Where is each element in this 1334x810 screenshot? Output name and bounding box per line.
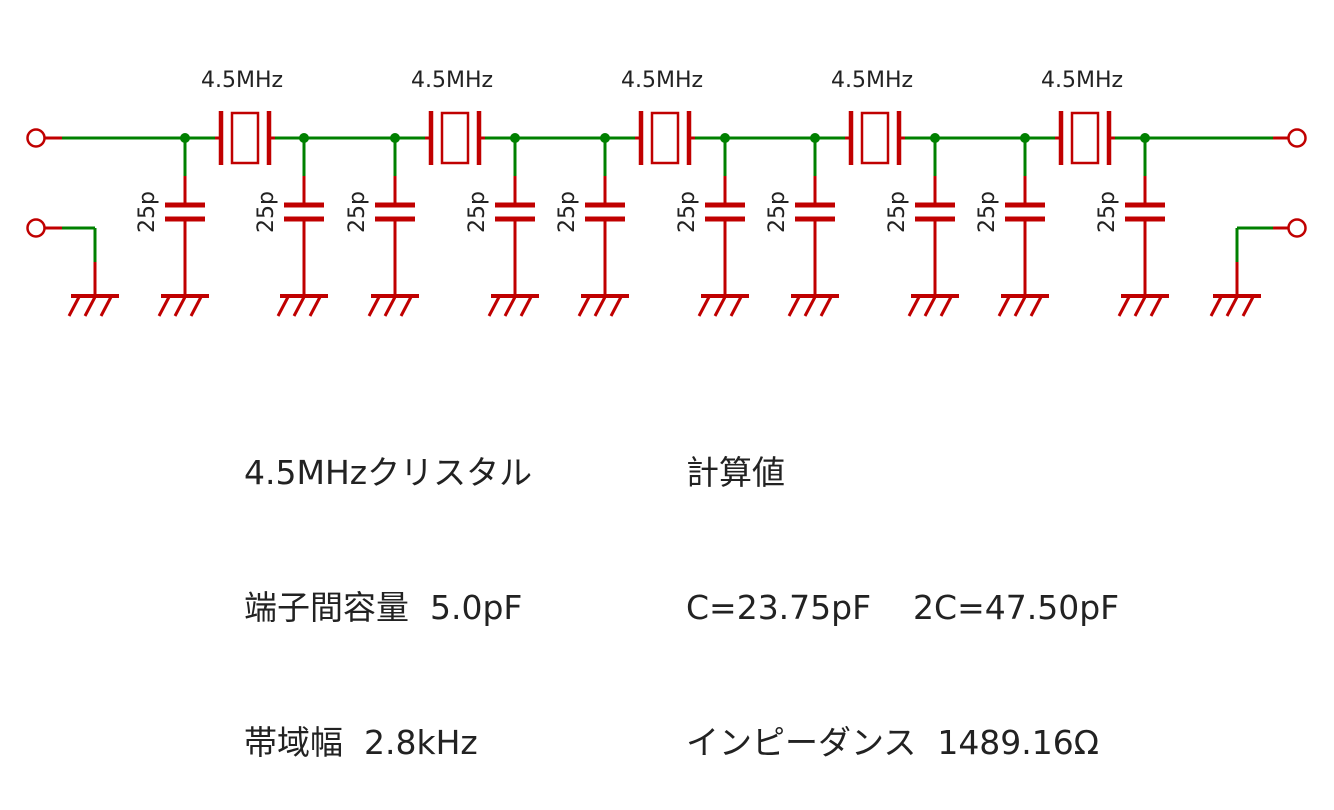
ground-hatch	[1149, 296, 1163, 317]
ground-symbol-6	[577, 294, 629, 317]
ground-hatch	[383, 296, 397, 317]
capacitor-value-label: 25p	[1095, 191, 1120, 233]
ground-symbol-9	[907, 294, 959, 317]
ground-hatch	[367, 296, 381, 317]
ground-hatch	[803, 296, 817, 317]
crystal-freq-label: 4.5MHz	[621, 68, 703, 93]
output-terminal	[1287, 128, 1307, 148]
ground-hatch	[189, 296, 203, 317]
crystal-freq-label: 4.5MHz	[411, 68, 493, 93]
capacitor-value-label: 25p	[675, 191, 700, 233]
ground-hatch	[399, 296, 413, 317]
capacitor-8	[915, 138, 955, 295]
capacitor-1	[165, 138, 205, 295]
ground-hatch	[1209, 296, 1223, 317]
ground-hatch	[519, 296, 533, 317]
calculated-values-notes: 計算値 C=23.75pF 2C=47.50pF インピーダンス 1489.16…	[686, 360, 1119, 810]
capacitor-4	[495, 138, 535, 295]
ground-hatch	[923, 296, 937, 317]
output-ground-terminal	[1287, 218, 1307, 238]
ground-hatch	[593, 296, 607, 317]
labels: 4.5MHz 4.5MHz 4.5MHz 4.5MHz 4.5MHz 25p 25p 25p 2…	[135, 68, 1123, 233]
ground-hatch	[1117, 296, 1131, 317]
ground-symbol-12	[1209, 294, 1261, 317]
capacitor-6	[705, 138, 745, 295]
crystal-spec-notes: 4.5MHzクリスタル 端子間容量 5.0pF 帯域幅 2.8kHz	[244, 360, 532, 810]
capacitor-2	[284, 138, 324, 295]
ground-hatch	[787, 296, 801, 317]
capacitor-value-label: 25p	[975, 191, 1000, 233]
capacitor-5	[585, 138, 625, 295]
input-terminal	[26, 128, 46, 148]
ground-symbol-2	[157, 294, 209, 317]
input-ground-terminal	[26, 218, 46, 238]
capacitor-value-label: 25p	[555, 191, 580, 233]
ground-hatch	[609, 296, 623, 317]
crystal-2	[425, 111, 485, 165]
ground-symbol-3	[276, 294, 328, 317]
ground-hatch	[907, 296, 921, 317]
bandwidth-text: 帯域幅 2.8kHz	[244, 723, 478, 762]
crystal-4	[845, 111, 905, 165]
ground-hatch	[1241, 296, 1255, 317]
ground-hatch	[67, 296, 81, 317]
crystal-5	[1055, 111, 1115, 165]
capacitor-7	[795, 138, 835, 295]
ground-symbol-10	[997, 294, 1049, 317]
ground-hatch	[729, 296, 743, 317]
crystal-3	[635, 111, 695, 165]
capacitor-value-label: 25p	[135, 191, 160, 233]
capacitor-value-label: 25p	[885, 191, 910, 233]
components	[26, 111, 1307, 317]
ground-hatch	[1029, 296, 1043, 317]
crystal-freq-label: 4.5MHz	[1041, 68, 1123, 93]
ground-symbol-1	[67, 294, 119, 317]
crystal-body	[440, 111, 470, 165]
ground-hatch	[997, 296, 1011, 317]
impedance-text: インピーダンス 1489.16Ω	[686, 723, 1100, 762]
ground-hatch	[939, 296, 953, 317]
ground-hatch	[487, 296, 501, 317]
crystal-body	[860, 111, 890, 165]
crystal-freq-label: 4.5MHz	[831, 68, 913, 93]
capacitor-3	[375, 138, 415, 295]
ground-symbol-7	[697, 294, 749, 317]
filter-schematic: 4.5MHz 4.5MHz 4.5MHz 4.5MHz 4.5MHz 25p 25p 25p 2…	[26, 68, 1307, 317]
ground-symbol-8	[787, 294, 839, 317]
ground-hatch	[157, 296, 171, 317]
capacitor-value-label: 25p	[465, 191, 490, 233]
capacitance-values-text: C=23.75pF 2C=47.50pF	[686, 588, 1120, 627]
ground-hatch	[819, 296, 833, 317]
ground-symbol-11	[1117, 294, 1169, 317]
ground-hatch	[308, 296, 322, 317]
ground-hatch	[83, 296, 97, 317]
ground-symbol-4	[367, 294, 419, 317]
ground-hatch	[577, 296, 591, 317]
ground-hatch	[292, 296, 306, 317]
ground-hatch	[99, 296, 113, 317]
capacitor-9	[1005, 138, 1045, 295]
capacitor-value-label: 25p	[345, 191, 370, 233]
capacitor-10	[1125, 138, 1165, 295]
crystal-body	[650, 111, 680, 165]
ground-hatch	[1225, 296, 1239, 317]
crystal-freq-label: 4.5MHz	[201, 68, 283, 93]
ground-hatch	[713, 296, 727, 317]
ground-hatch	[276, 296, 290, 317]
ground-symbol-5	[487, 294, 539, 317]
capacitor-value-label: 25p	[254, 191, 279, 233]
crystal-1	[215, 111, 275, 165]
terminal-capacitance-text: 端子間容量 5.0pF	[244, 588, 523, 627]
ground-hatch	[697, 296, 711, 317]
crystal-body	[230, 111, 260, 165]
ground-hatch	[1133, 296, 1147, 317]
ground-hatch	[503, 296, 517, 317]
crystal-name-text: 4.5MHzクリスタル	[244, 453, 533, 492]
crystal-body	[1070, 111, 1100, 165]
calculated-heading: 計算値	[686, 453, 785, 492]
capacitor-value-label: 25p	[765, 191, 790, 233]
ground-hatch	[173, 296, 187, 317]
ground-hatch	[1013, 296, 1027, 317]
